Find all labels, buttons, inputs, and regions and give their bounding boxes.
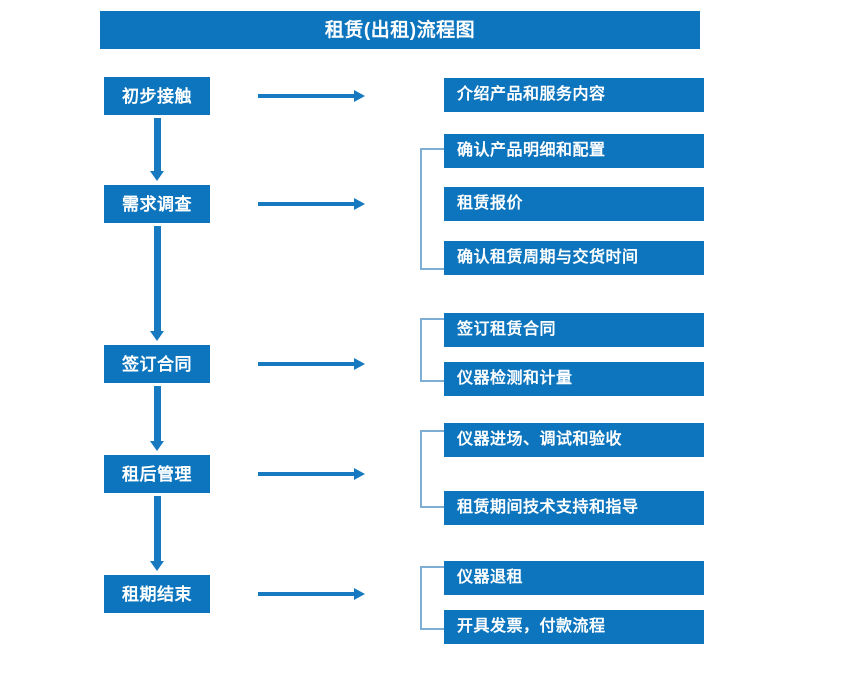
task-label-2-3: 确认租赁周期与交货时间 bbox=[457, 249, 639, 266]
flow-arrow-down-3 bbox=[150, 386, 164, 452]
diagram-title: 租赁(出租)流程图 bbox=[324, 19, 476, 41]
group-bracket-3 bbox=[420, 318, 444, 382]
arrow-shaft bbox=[258, 592, 356, 596]
arrow-head-icon bbox=[354, 468, 365, 480]
task-label-1-1: 介绍产品和服务内容 bbox=[457, 86, 606, 103]
task-label-4-2: 租赁期间技术支持和指导 bbox=[457, 499, 639, 516]
arrow-head-icon bbox=[354, 198, 365, 210]
flow-arrow-right-4 bbox=[258, 468, 365, 480]
arrow-head-icon bbox=[354, 588, 365, 600]
task-box-3-1[interactable]: 签订租赁合同 bbox=[444, 313, 704, 347]
arrow-head-icon bbox=[150, 561, 164, 571]
task-label-3-2: 仪器检测和计量 bbox=[457, 370, 573, 387]
stage-label-3: 签订合同 bbox=[122, 354, 192, 374]
flow-arrow-right-3 bbox=[258, 358, 365, 370]
stage-box-4[interactable]: 租后管理 bbox=[104, 455, 210, 493]
task-box-4-1[interactable]: 仪器进场、调试和验收 bbox=[444, 423, 704, 457]
task-box-3-2[interactable]: 仪器检测和计量 bbox=[444, 362, 704, 396]
arrow-shaft bbox=[258, 94, 356, 98]
flow-arrow-right-2 bbox=[258, 198, 365, 210]
arrow-head-icon bbox=[354, 90, 365, 102]
task-box-2-1[interactable]: 确认产品明细和配置 bbox=[444, 134, 704, 168]
stage-box-1[interactable]: 初步接触 bbox=[104, 77, 210, 115]
task-box-2-2[interactable]: 租赁报价 bbox=[444, 187, 704, 221]
flow-arrow-right-5 bbox=[258, 588, 365, 600]
task-label-5-2: 开具发票，付款流程 bbox=[457, 618, 606, 635]
arrow-shaft bbox=[154, 226, 161, 331]
arrow-head-icon bbox=[354, 358, 365, 370]
stage-box-3[interactable]: 签订合同 bbox=[104, 345, 210, 383]
arrow-head-icon bbox=[150, 171, 164, 181]
stage-label-4: 租后管理 bbox=[122, 464, 192, 484]
diagram-title-bar: 租赁(出租)流程图 bbox=[100, 11, 700, 49]
arrow-shaft bbox=[258, 362, 356, 366]
task-box-2-3[interactable]: 确认租赁周期与交货时间 bbox=[444, 241, 704, 275]
arrow-shaft bbox=[154, 386, 161, 441]
stage-label-1: 初步接触 bbox=[122, 86, 192, 106]
flow-arrow-down-1 bbox=[150, 118, 164, 182]
arrow-shaft bbox=[258, 472, 356, 476]
group-bracket-2 bbox=[420, 148, 444, 270]
stage-box-2[interactable]: 需求调查 bbox=[104, 185, 210, 223]
task-box-5-2[interactable]: 开具发票，付款流程 bbox=[444, 610, 704, 644]
group-bracket-4 bbox=[420, 430, 444, 508]
task-box-5-1[interactable]: 仪器退租 bbox=[444, 561, 704, 595]
arrow-head-icon bbox=[150, 331, 164, 341]
task-box-4-2[interactable]: 租赁期间技术支持和指导 bbox=[444, 491, 704, 525]
group-bracket-5 bbox=[420, 566, 444, 630]
task-label-2-1: 确认产品明细和配置 bbox=[457, 142, 606, 159]
flow-arrow-right-1 bbox=[258, 90, 365, 102]
arrow-head-icon bbox=[150, 441, 164, 451]
stage-box-5[interactable]: 租期结束 bbox=[104, 575, 210, 613]
arrow-shaft bbox=[154, 496, 161, 561]
task-box-1-1[interactable]: 介绍产品和服务内容 bbox=[444, 78, 704, 112]
arrow-shaft bbox=[258, 202, 356, 206]
arrow-shaft bbox=[154, 118, 161, 171]
stage-label-2: 需求调查 bbox=[122, 194, 192, 214]
flow-arrow-down-2 bbox=[150, 226, 164, 342]
flow-arrow-down-4 bbox=[150, 496, 164, 572]
stage-label-5: 租期结束 bbox=[122, 584, 192, 604]
task-label-4-1: 仪器进场、调试和验收 bbox=[457, 431, 623, 448]
task-label-3-1: 签订租赁合同 bbox=[457, 321, 557, 338]
task-label-5-1: 仪器退租 bbox=[457, 569, 524, 586]
task-label-2-2: 租赁报价 bbox=[457, 195, 524, 212]
